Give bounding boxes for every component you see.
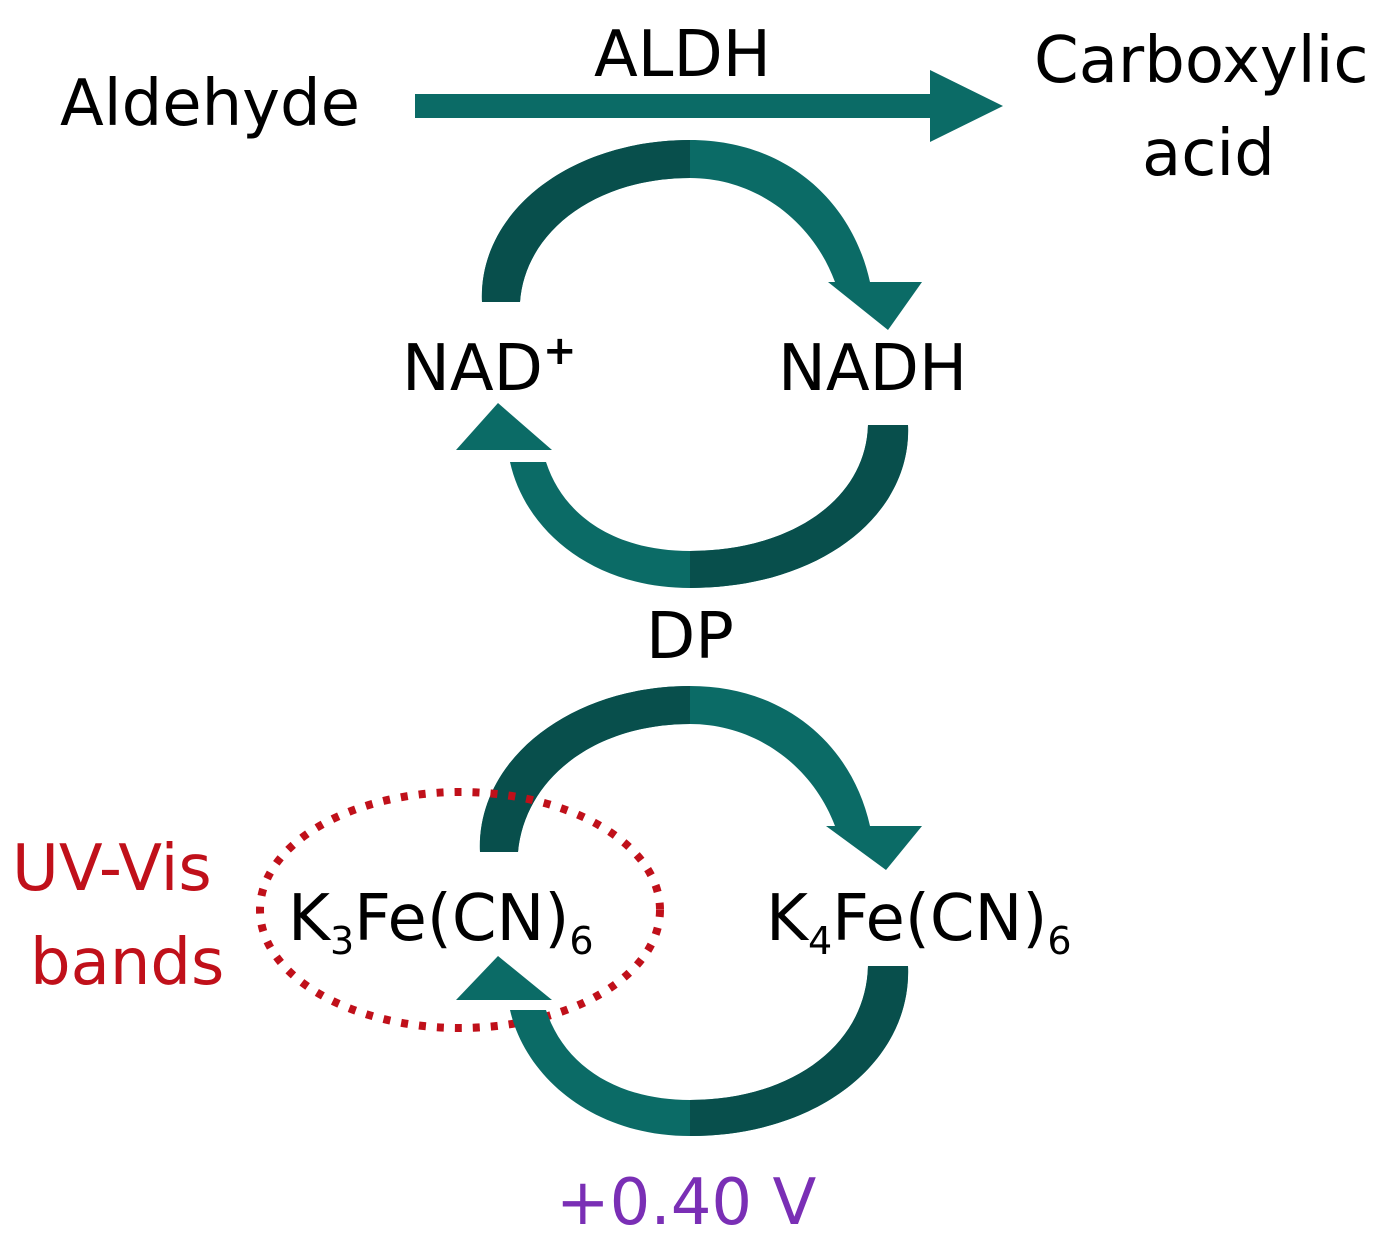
ferricyanide-reduction-arc xyxy=(479,686,922,870)
substrate-label: Aldehyde xyxy=(60,67,360,141)
nadh-oxidation-arc-shade xyxy=(690,425,909,588)
ferricyanide-cn-subscript: 6 xyxy=(569,919,593,963)
ferrocyanide-oxidation-arc-shade xyxy=(690,966,909,1136)
ferrocyanide-k-label: K xyxy=(766,882,810,956)
ferrocyanide-fe-label: Fe(CN) xyxy=(832,882,1047,956)
aldh-arrow-shaft xyxy=(415,94,943,118)
mediator-label: DP xyxy=(646,600,734,674)
ferricyanide-fe-label: Fe(CN) xyxy=(354,882,569,956)
nad-reduction-arrowhead xyxy=(828,282,922,330)
electrode-potential-label: +0.40 V xyxy=(556,1166,816,1240)
svg-text:NAD+: NAD+ xyxy=(402,328,576,406)
ferrocyanide-k-subscript: 4 xyxy=(808,919,832,963)
nad-charge-label: + xyxy=(543,328,577,374)
aldh-arrow-head xyxy=(930,70,1003,142)
nadh-label: NADH xyxy=(778,332,967,406)
ferrocyanide-oxidation-arrowhead xyxy=(456,956,552,1000)
uvvis-label-line1: UV-Vis xyxy=(12,832,212,906)
uvvis-label-line2: bands xyxy=(30,926,224,1000)
nad-oxidized-label: NAD xyxy=(402,332,543,406)
ferrocyanide-cn-subscript: 6 xyxy=(1047,919,1071,963)
ferrocyanide-oxidation-arc xyxy=(456,956,909,1136)
nad-reduction-arc xyxy=(481,140,922,330)
svg-text:K3Fe(CN)6: K3Fe(CN)6 xyxy=(288,882,594,963)
svg-text:K4Fe(CN)6: K4Fe(CN)6 xyxy=(766,882,1072,963)
enzyme-label: ALDH xyxy=(594,18,771,92)
aldh-reaction-arrow xyxy=(415,70,1003,142)
nad-reduction-arc-shade xyxy=(481,140,690,302)
ferricyanide-reduction-arrowhead xyxy=(826,826,922,870)
product-label-line1: Carboxylic xyxy=(1034,24,1369,98)
product-label-line2: acid xyxy=(1142,117,1275,191)
uvvis-highlight-ellipse xyxy=(256,788,664,1032)
ferricyanide-reduction-arc-shade xyxy=(479,686,690,852)
ferricyanide-k-subscript: 3 xyxy=(330,919,354,963)
nadh-oxidation-arrowhead xyxy=(456,403,552,450)
nadh-oxidation-arc xyxy=(456,403,909,588)
ferricyanide-k-label: K xyxy=(288,882,332,956)
